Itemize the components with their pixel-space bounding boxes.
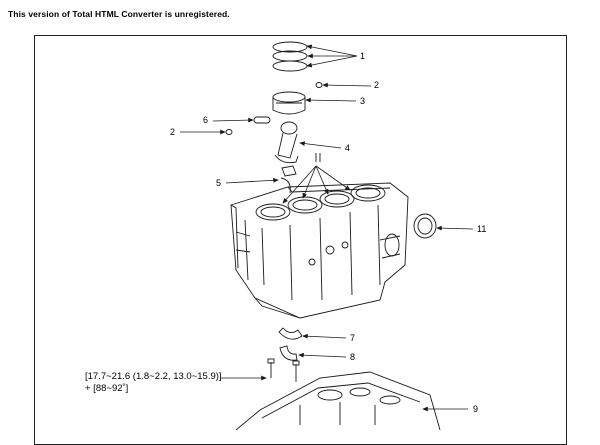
unregistered-banner: This version of Total HTML Converter is … [8, 9, 230, 19]
main-bearing-cap-bolts [267, 358, 300, 382]
callout-2-lower: 2 [170, 127, 176, 137]
callout-7: 7 [350, 333, 356, 343]
thrust-bearing [279, 345, 298, 361]
cylinder-block [230, 182, 409, 319]
snap-ring-upper [315, 82, 323, 88]
main-bearing [278, 327, 303, 340]
callout-5: 5 [216, 178, 222, 188]
torque-spec-line-1: [17.7~21.6 (1.8~2.2, 13.0~15.9)] [85, 371, 222, 382]
callout-8: 8 [350, 352, 356, 362]
rear-oil-seal [413, 213, 437, 239]
lower-crankcase [235, 371, 441, 430]
callout-6: 6 [203, 115, 209, 125]
leader-lines [180, 44, 474, 412]
callout-2-upper: 2 [374, 80, 380, 90]
callout-4: 4 [345, 143, 351, 153]
connecting-rod [274, 121, 299, 177]
callout-3: 3 [360, 96, 366, 106]
snap-ring-lower [225, 129, 233, 135]
oil-jet [280, 177, 291, 194]
torque-specification: [17.7~21.6 (1.8~2.2, 13.0~15.9)] + [88~9… [85, 371, 222, 395]
piston-rings [272, 41, 308, 72]
torque-spec-line-2: + [88~92˚] [85, 383, 129, 394]
engine-block-exploded-view [180, 41, 474, 430]
piston-pin [253, 116, 271, 124]
callout-9: 9 [473, 404, 479, 414]
callout-11: 11 [477, 224, 487, 234]
callout-1: 1 [360, 51, 366, 61]
rod-bolts [315, 153, 321, 162]
piston [272, 91, 306, 115]
